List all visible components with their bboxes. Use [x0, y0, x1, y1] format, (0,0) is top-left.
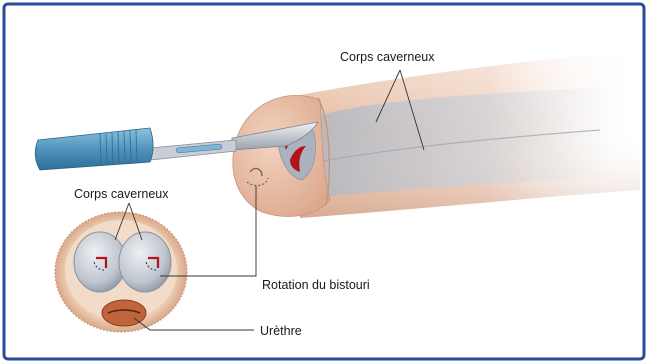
- corpus-right-section: [119, 232, 171, 292]
- label-urethre: Urèthre: [260, 324, 302, 338]
- label-rotation-bistouri: Rotation du bistouri: [262, 278, 370, 292]
- label-corps-caverneux-top: Corps caverneux: [340, 50, 435, 64]
- cross-section: [55, 212, 187, 332]
- corpus-left-section: [74, 232, 126, 292]
- label-corps-caverneux-section: Corps caverneux: [74, 187, 169, 201]
